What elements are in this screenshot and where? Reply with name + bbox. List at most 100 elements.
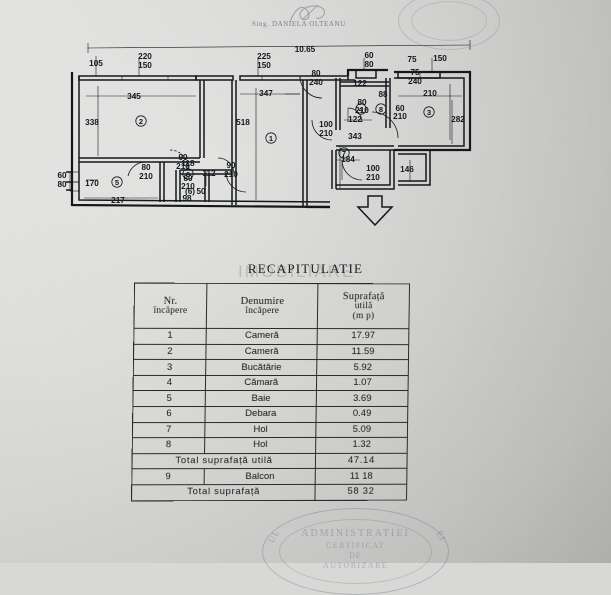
room-area: 1.07: [316, 375, 409, 391]
floor-plan-svg: 10.6510522015022515060807515034534733851…: [57, 40, 472, 227]
dimension-label: 60: [395, 104, 405, 113]
dimension-label: 60: [364, 51, 374, 60]
room-area: 3.69: [316, 390, 409, 407]
room-number-circle: [375, 103, 387, 115]
room-number: 1: [133, 328, 207, 345]
room-number-circle: [338, 147, 350, 159]
dimension-label: 518: [236, 118, 250, 127]
dimension-label: 150: [138, 61, 152, 70]
header-denumire-line2: încăpere: [245, 305, 280, 316]
dimension-label: 150: [257, 61, 271, 70]
balcon-area: 11 18: [315, 468, 407, 485]
dimension-label: 90: [226, 161, 236, 170]
dimension-label: 210: [366, 173, 380, 182]
room-1-walls: [231, 80, 308, 207]
room-area: 11.59: [317, 344, 409, 360]
dimension-label: 146: [400, 165, 414, 174]
dimension-label: 75: [407, 55, 417, 64]
total-general-label: Total suprafață: [131, 484, 316, 501]
room-number-circle: [135, 115, 147, 127]
dimension-label: 217: [111, 196, 125, 205]
dimension-label: 240: [309, 78, 323, 87]
dimension-label: 210: [139, 172, 153, 181]
handwritten-signature: [289, 4, 325, 23]
dimension-label: 347: [259, 89, 273, 98]
dimension-label: 122: [348, 115, 362, 124]
dimension-label: 240: [408, 77, 422, 86]
room-area: 5.09: [316, 421, 408, 438]
table-header-row: Nr. încăpere Denumire încăpere Suprafață…: [133, 283, 410, 329]
right-block-walls: [307, 69, 472, 209]
dimension-label: 80: [183, 174, 193, 183]
room-area: 1.32: [315, 437, 408, 454]
header-nr-line1: Nr.: [163, 295, 178, 307]
room-name: Baie: [205, 390, 317, 407]
surveyor-signature-stamp: Sing. DANIELA OLTEANU: [252, 4, 392, 34]
imobiliare-watermark: IMOBILIARE: [238, 262, 356, 281]
dimension-label: 75: [410, 68, 420, 77]
dimension-label: 220: [138, 52, 152, 61]
room-number: 7: [342, 149, 346, 158]
room-name: Cămară: [205, 375, 317, 391]
dimension-label: 282: [451, 115, 465, 124]
dimension-label: 10.65: [295, 45, 316, 54]
total-utila-label: Total suprafață utilă: [131, 453, 316, 470]
header-denumire: Denumire încăpere: [206, 283, 319, 329]
surveyor-name: Sing. DANIELA OLTEANU: [252, 19, 346, 29]
room-number: 3: [427, 108, 431, 117]
room-number-circle: [265, 132, 277, 144]
room-name: Cameră: [205, 344, 318, 360]
room-number-circle: [423, 106, 435, 118]
room-name: Hol: [204, 422, 317, 438]
dimension-label: 210: [393, 112, 407, 121]
room-2-walls: [79, 80, 205, 163]
dimension-label: 80: [357, 98, 367, 107]
dimension-label: 345: [127, 92, 141, 101]
dimension-ticks: [84, 56, 462, 200]
room-name: Debara: [204, 406, 317, 423]
dimension-label: 100: [366, 164, 380, 173]
room-number: 6: [186, 170, 190, 179]
header-suprafata-line1: Suprafață: [342, 290, 385, 302]
balcon-number: 9: [131, 468, 205, 485]
room-number: 8: [132, 437, 205, 454]
room-number: 5: [132, 390, 206, 407]
dimension-label: 60: [57, 171, 67, 180]
dimension-label: 50: [196, 187, 206, 196]
room-number: 5: [115, 178, 119, 187]
dimension-label: 225: [257, 52, 271, 61]
room-number-circle: [182, 168, 194, 180]
dimension-label: 210: [355, 106, 369, 115]
dimension-label: 80: [141, 163, 151, 172]
page-title: RECAPITULATIE: [247, 261, 364, 276]
dimension-label: (6): [185, 187, 195, 196]
dimension-label: 118: [181, 159, 195, 168]
room-number: 8: [379, 105, 383, 114]
dimension-label: 90: [178, 153, 188, 162]
dimension-label: 88: [378, 90, 388, 99]
dimension-label: 210: [181, 182, 195, 191]
total-general-area: 58 32: [315, 484, 407, 500]
dimension-label: 338: [85, 118, 99, 127]
dimension-label: 100: [319, 120, 333, 129]
scanned-paper-background: [0, 0, 611, 563]
dimension-label: 343: [348, 132, 362, 141]
room-number: 3: [133, 359, 206, 376]
dimension-label: 170: [85, 179, 99, 188]
dimension-label: 112: [202, 169, 216, 178]
building-outline: [70, 68, 388, 209]
room-number: 7: [132, 422, 205, 438]
dimension-label: 150: [433, 54, 447, 63]
